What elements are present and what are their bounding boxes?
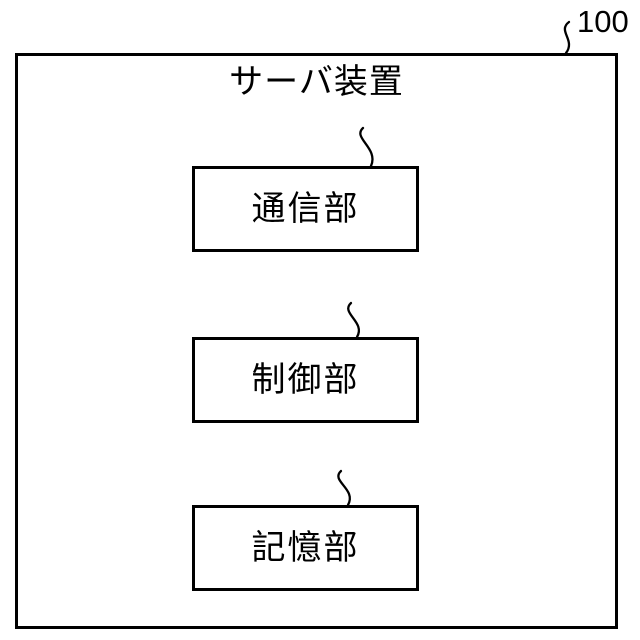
leader-line-100	[563, 20, 571, 55]
control-unit-box: 制御部	[192, 337, 419, 423]
server-device-box: サーバ装置 通信部 制御部 記憶部	[15, 53, 618, 629]
server-device-title: サーバ装置	[229, 63, 404, 101]
storage-unit-box: 記憶部	[192, 505, 419, 591]
communication-unit-box: 通信部	[192, 166, 419, 252]
control-unit-label: 制御部	[251, 361, 360, 399]
communication-unit-label: 通信部	[251, 190, 360, 228]
ref-label-100: 100	[577, 4, 629, 39]
storage-unit-label: 記憶部	[251, 529, 360, 567]
